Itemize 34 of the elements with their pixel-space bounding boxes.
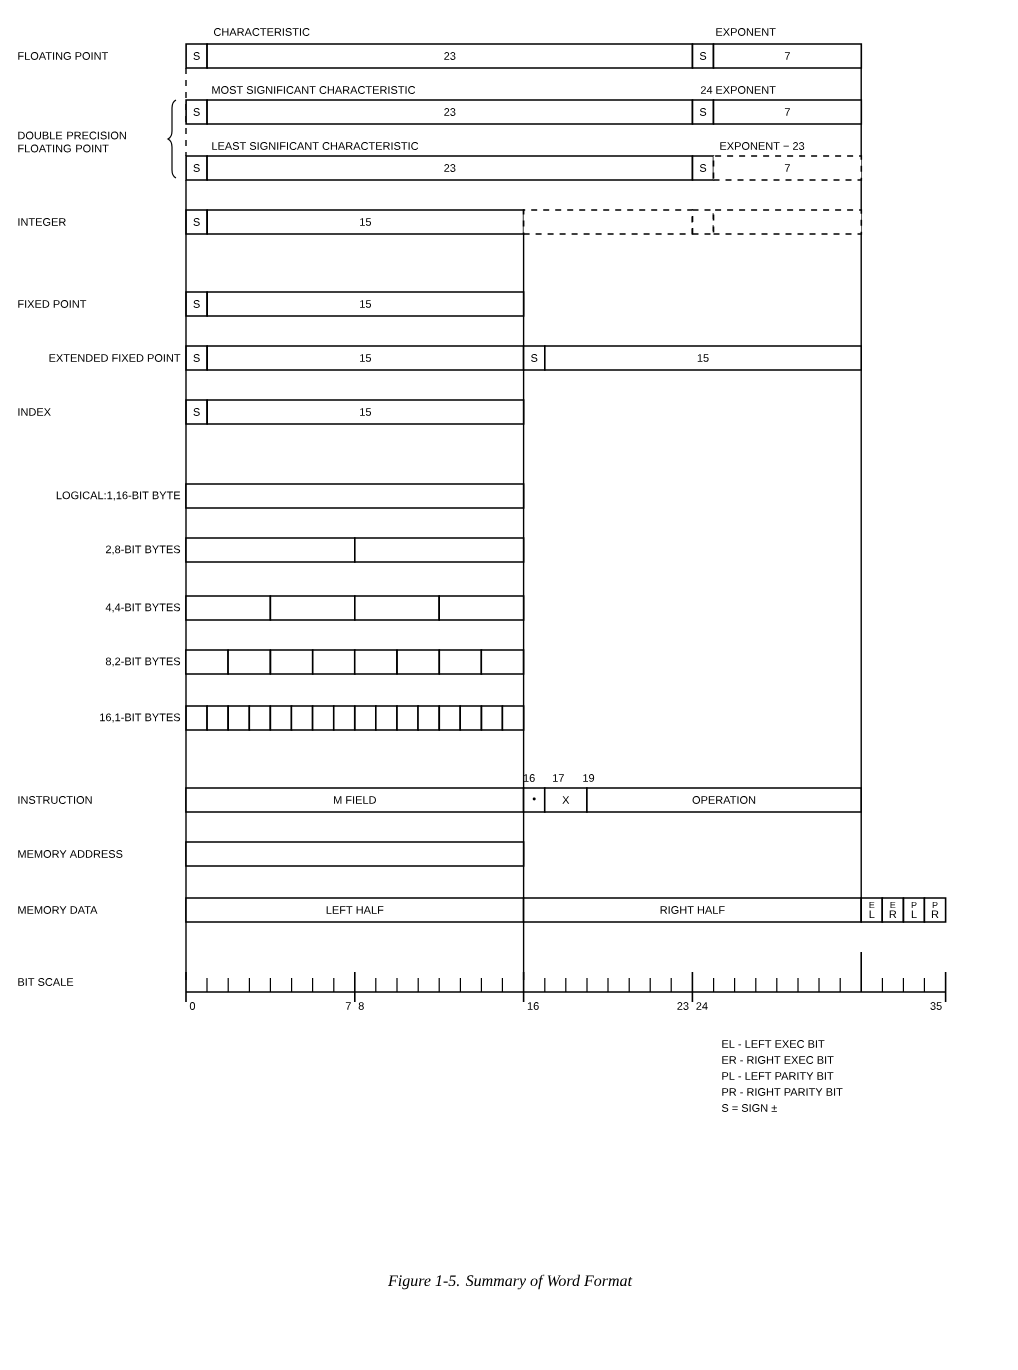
field-cell <box>480 649 525 675</box>
field-cell <box>417 705 440 731</box>
field-cell <box>438 649 483 675</box>
field-cell <box>185 841 525 867</box>
field-cell <box>354 537 525 563</box>
field-cell <box>353 649 398 675</box>
field-cell <box>227 649 272 675</box>
field-cell <box>269 595 356 621</box>
field-cell <box>354 705 377 731</box>
field-cell <box>459 705 483 731</box>
field-cell <box>691 209 715 235</box>
field-cell <box>501 705 525 731</box>
field-cell <box>185 483 525 509</box>
field-cell <box>396 705 419 731</box>
field-cell <box>311 705 335 731</box>
field-cell <box>185 705 208 731</box>
field-cell <box>438 705 462 731</box>
field-cell <box>269 705 293 731</box>
field-cell <box>480 705 504 731</box>
field-cell <box>375 705 398 731</box>
field-cell <box>269 649 314 675</box>
field-cell <box>396 649 441 675</box>
field-cell <box>354 595 440 621</box>
field-cell <box>438 595 525 621</box>
field-cell <box>311 649 356 675</box>
field-cell <box>185 537 356 563</box>
field-cell <box>206 705 229 731</box>
field-cell <box>332 705 356 731</box>
field-cell <box>185 649 229 675</box>
field-cell <box>227 705 251 731</box>
caption: Figure 1-5. Summary of Word Format <box>387 1274 633 1290</box>
field-cell <box>290 705 314 731</box>
field-cell <box>185 595 272 621</box>
field-cell <box>248 705 272 731</box>
